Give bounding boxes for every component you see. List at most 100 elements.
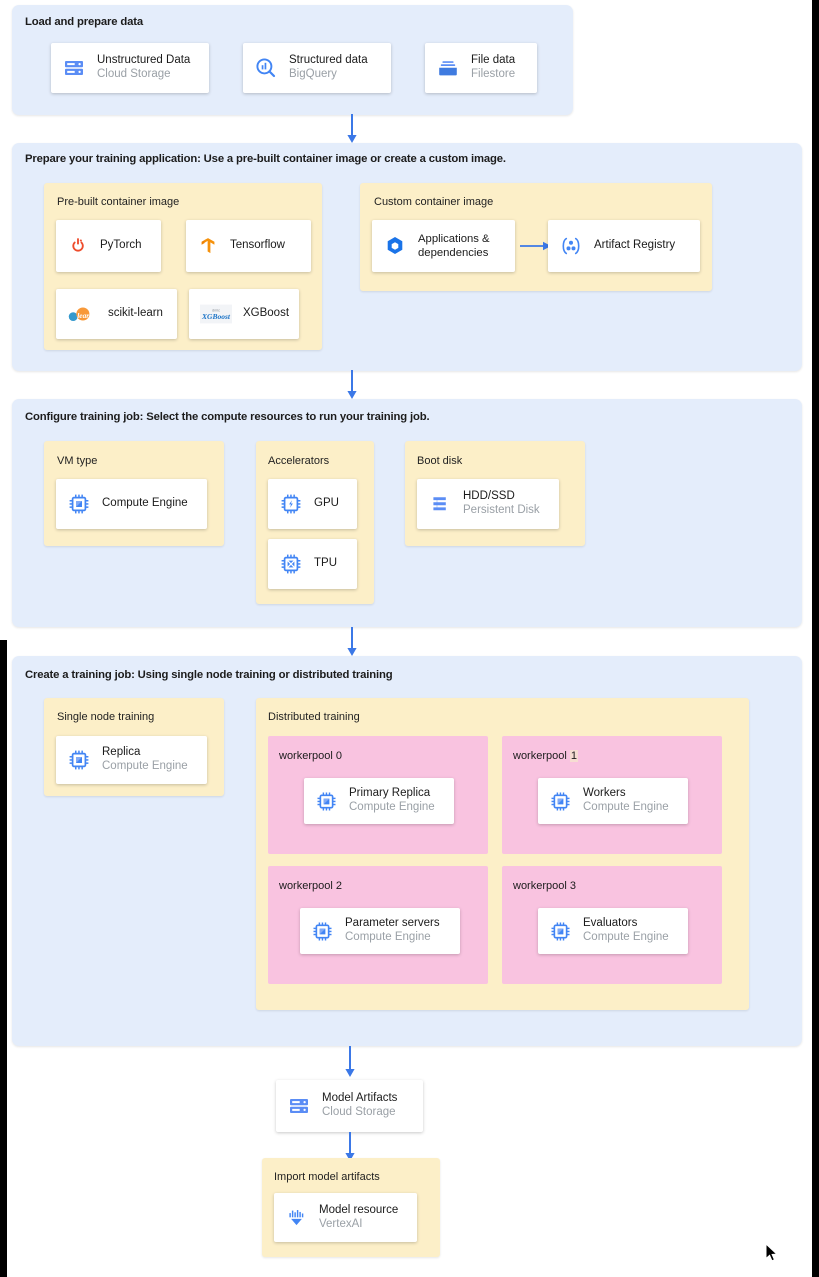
card-scikit-learn[interactable]: learn scikit-learn [56, 289, 177, 339]
card-title: Structured data [289, 54, 368, 67]
card-title: Tensorflow [230, 239, 285, 252]
tensorflow-icon [197, 235, 219, 257]
group-title-vm-type: VM type [57, 455, 98, 467]
card-workers[interactable]: Workers Compute Engine [538, 778, 688, 824]
bigquery-icon [254, 56, 278, 80]
card-title: PyTorch [100, 239, 142, 252]
artifact-registry-icon [559, 234, 583, 258]
card-title: Applications & dependencies [418, 232, 490, 259]
card-title: scikit-learn [108, 307, 163, 320]
stage-title-prepare: Prepare your training application: Use a… [25, 153, 506, 165]
card-subtitle: Compute Engine [345, 931, 431, 943]
card-title: HDD/SSD [463, 490, 515, 503]
compute-engine-icon [67, 492, 91, 516]
cloud-storage-icon [62, 56, 86, 80]
arrow-configure-to-create [347, 627, 357, 656]
svg-text:learn: learn [77, 311, 93, 320]
card-tensorflow[interactable]: Tensorflow [186, 220, 311, 272]
card-title: GPU [314, 497, 339, 510]
card-subtitle: Compute Engine [583, 801, 669, 813]
group-title-custom: Custom container image [374, 196, 494, 208]
scikit-learn-icon: learn [67, 305, 97, 323]
arrow-create-to-model-artifacts [345, 1046, 355, 1077]
compute-engine-icon [67, 748, 91, 772]
card-structured-data[interactable]: Structured data BigQuery [243, 43, 391, 93]
group-title-prebuilt: Pre-built container image [57, 196, 180, 208]
card-title: File data [471, 54, 516, 67]
arrow-apps-to-registry [520, 241, 551, 251]
pool-title-selected-text: 1 [569, 750, 578, 762]
card-title: Model resource [319, 1203, 399, 1216]
svg-text:XGBoost: XGBoost [201, 312, 231, 321]
stage-title-configure: Configure training job: Select the compu… [25, 411, 430, 423]
arrow-prepare-to-configure [347, 370, 357, 399]
compute-engine-icon [315, 790, 338, 813]
gpu-icon [279, 492, 303, 516]
right-edge-artifact [812, 0, 819, 1277]
card-replica[interactable]: Replica Compute Engine [56, 736, 207, 784]
card-pytorch[interactable]: PyTorch [56, 220, 161, 272]
stage-title-create: Create a training job: Using single node… [25, 669, 393, 681]
pool-title-workerpool-2: workerpool 2 [279, 880, 342, 892]
arrow-model-artifacts-to-import [345, 1132, 355, 1161]
card-subtitle: Filestore [471, 68, 516, 80]
vertex-ai-icon [285, 1206, 308, 1229]
card-subtitle: Compute Engine [583, 931, 669, 943]
applications-dependencies-icon [383, 234, 407, 258]
card-title: Unstructured Data [97, 54, 191, 67]
card-subtitle: VertexAI [319, 1217, 363, 1230]
card-title: Parameter servers [345, 917, 440, 930]
left-edge-artifact [0, 640, 7, 1277]
pool-title-workerpool-1: workerpool 1 [513, 750, 578, 762]
group-title-single-node: Single node training [57, 711, 155, 723]
card-title: Compute Engine [102, 497, 188, 510]
cloud-storage-icon [287, 1094, 311, 1118]
card-subtitle: Compute Engine [102, 760, 188, 772]
compute-engine-icon [549, 920, 572, 943]
xgboost-icon: dmlc XGBoost [200, 304, 232, 324]
card-applications-dependencies[interactable]: Applications & dependencies [372, 220, 515, 272]
stage-title-load: Load and prepare data [25, 16, 144, 28]
card-model-resource[interactable]: Model resource VertexAI [274, 1193, 417, 1242]
card-primary-replica[interactable]: Primary Replica Compute Engine [304, 778, 454, 824]
group-title-distributed: Distributed training [268, 711, 360, 723]
compute-engine-icon [311, 920, 334, 943]
card-compute-engine-vm[interactable]: Compute Engine [56, 479, 207, 529]
card-subtitle: Cloud Storage [322, 1106, 396, 1118]
pool-title-text: workerpool [513, 750, 567, 762]
group-title-accelerators: Accelerators [268, 455, 330, 467]
card-gpu[interactable]: GPU [268, 479, 357, 529]
pool-title-workerpool-3: workerpool 3 [513, 880, 576, 892]
pool-title-workerpool-0: workerpool 0 [279, 750, 342, 762]
card-subtitle: Compute Engine [349, 801, 435, 813]
card-subtitle: Persistent Disk [463, 504, 540, 516]
svg-text:dmlc: dmlc [212, 309, 220, 313]
card-parameter-servers[interactable]: Parameter servers Compute Engine [300, 908, 460, 954]
pytorch-icon [67, 235, 89, 257]
card-title: Workers [583, 787, 626, 800]
card-artifact-registry[interactable]: Artifact Registry [548, 220, 700, 272]
card-file-data[interactable]: File data Filestore [425, 43, 537, 93]
card-model-artifacts[interactable]: Model Artifacts Cloud Storage [276, 1080, 423, 1132]
card-tpu[interactable]: TPU [268, 539, 357, 589]
card-title: XGBoost [243, 307, 290, 320]
card-subtitle: Cloud Storage [97, 68, 171, 80]
card-subtitle: BigQuery [289, 68, 337, 80]
card-xgboost[interactable]: dmlc XGBoost XGBoost [189, 289, 299, 339]
card-title: Evaluators [583, 917, 638, 930]
card-title: Primary Replica [349, 787, 431, 800]
card-title: Replica [102, 746, 141, 759]
card-title: Model Artifacts [322, 1092, 398, 1105]
card-unstructured-data[interactable]: Unstructured Data Cloud Storage [51, 43, 209, 93]
card-title: Artifact Registry [594, 239, 676, 252]
card-title: TPU [314, 557, 337, 570]
arrow-load-to-prepare [347, 114, 357, 143]
group-title-boot-disk: Boot disk [417, 455, 463, 467]
tpu-icon [279, 552, 303, 576]
card-evaluators[interactable]: Evaluators Compute Engine [538, 908, 688, 954]
card-hdd-ssd[interactable]: HDD/SSD Persistent Disk [417, 479, 559, 529]
persistent-disk-icon [428, 492, 452, 516]
compute-engine-icon [549, 790, 572, 813]
filestore-icon [436, 56, 460, 80]
